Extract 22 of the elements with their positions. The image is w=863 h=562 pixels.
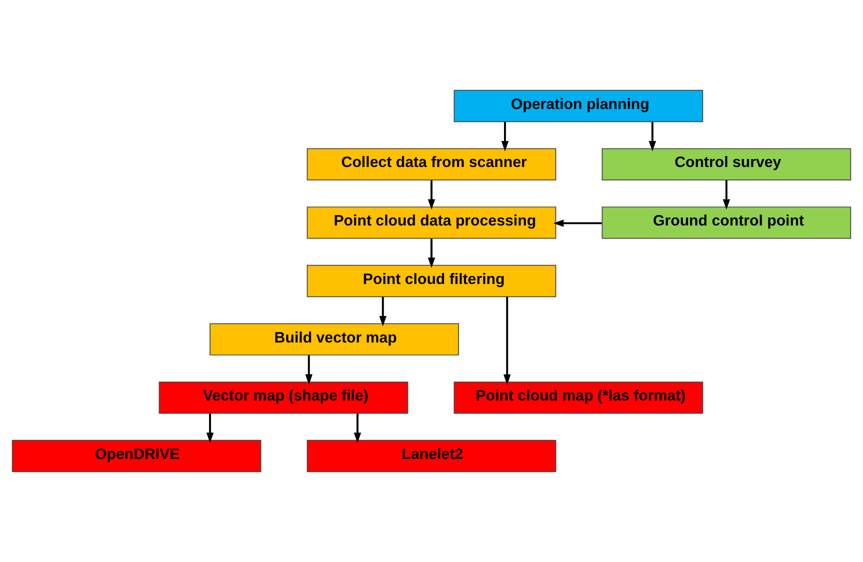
node-box: Build vector map (210, 323, 459, 356)
node-box: OpenDRIVE (12, 440, 262, 472)
node-box: Point cloud data processing (306, 206, 556, 239)
arrow (503, 296, 511, 385)
arrow (428, 180, 436, 210)
node-box: Point cloud filtering (306, 264, 556, 298)
arrow (722, 180, 730, 210)
arrow (553, 220, 602, 227)
node-box: Vector map (shape file) (158, 382, 408, 414)
node-box: Lanelet2 (306, 440, 556, 472)
arrow (305, 355, 313, 385)
arrow (354, 414, 362, 444)
arrow (648, 122, 656, 152)
arrow (379, 296, 387, 326)
node-box: Point cloud map (*las format) (454, 382, 704, 414)
node-box: Ground control point (602, 206, 852, 239)
arrow (428, 238, 436, 268)
node-box: Control survey (602, 148, 852, 180)
arrow (206, 414, 214, 444)
node-box: Operation planning (454, 90, 704, 122)
node-box: Collect data from scanner (306, 148, 556, 180)
arrow (501, 122, 509, 152)
